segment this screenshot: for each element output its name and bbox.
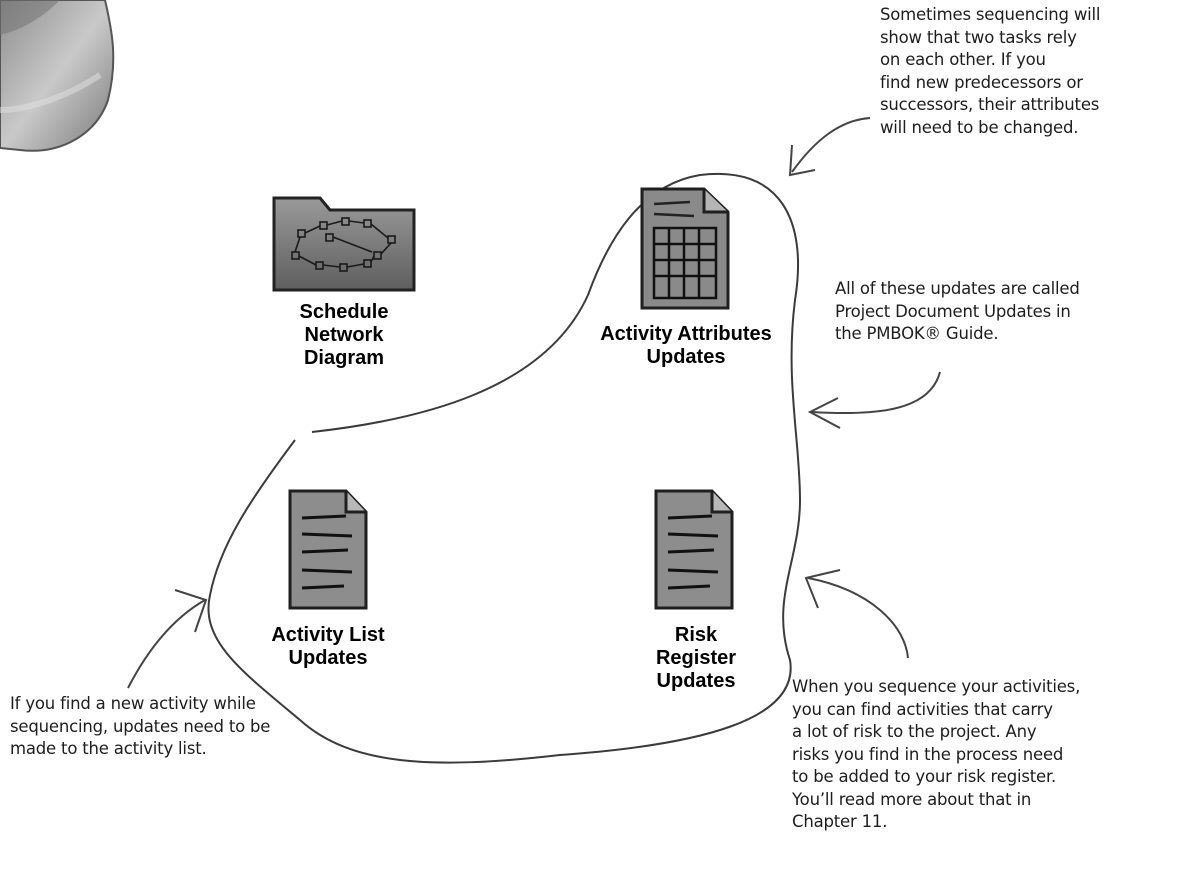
document-icon: [654, 489, 734, 610]
spreadsheet-document-icon: [640, 187, 730, 310]
arrow-bottom-left: [127, 599, 206, 689]
pipe-icon: [0, 0, 115, 152]
schedule-network-diagram-label: Schedule Network Diagram: [299, 301, 389, 369]
folder-network-icon: [272, 196, 416, 292]
activity-list-updates-label: Activity List Updates: [271, 624, 385, 669]
note-activity-list: If you find a new activity while sequenc…: [10, 694, 271, 758]
note-risk-register: When you sequence your activities, you c…: [792, 677, 1081, 831]
enclosing-loop: [207, 172, 802, 764]
risk-register-updates-label: Risk Register Updates: [655, 624, 737, 692]
document-icon: [288, 489, 368, 610]
note-dependencies: Sometimes sequencing will show that two …: [880, 5, 1101, 137]
arrow-bottom-right: [807, 577, 909, 659]
arrow-top-right: [791, 117, 871, 173]
activity-attributes-updates-label: Activity Attributes Updates: [600, 323, 772, 368]
arrow-middle-right: [811, 371, 941, 415]
note-project-document-updates: All of these updates are called Project …: [835, 279, 1080, 343]
